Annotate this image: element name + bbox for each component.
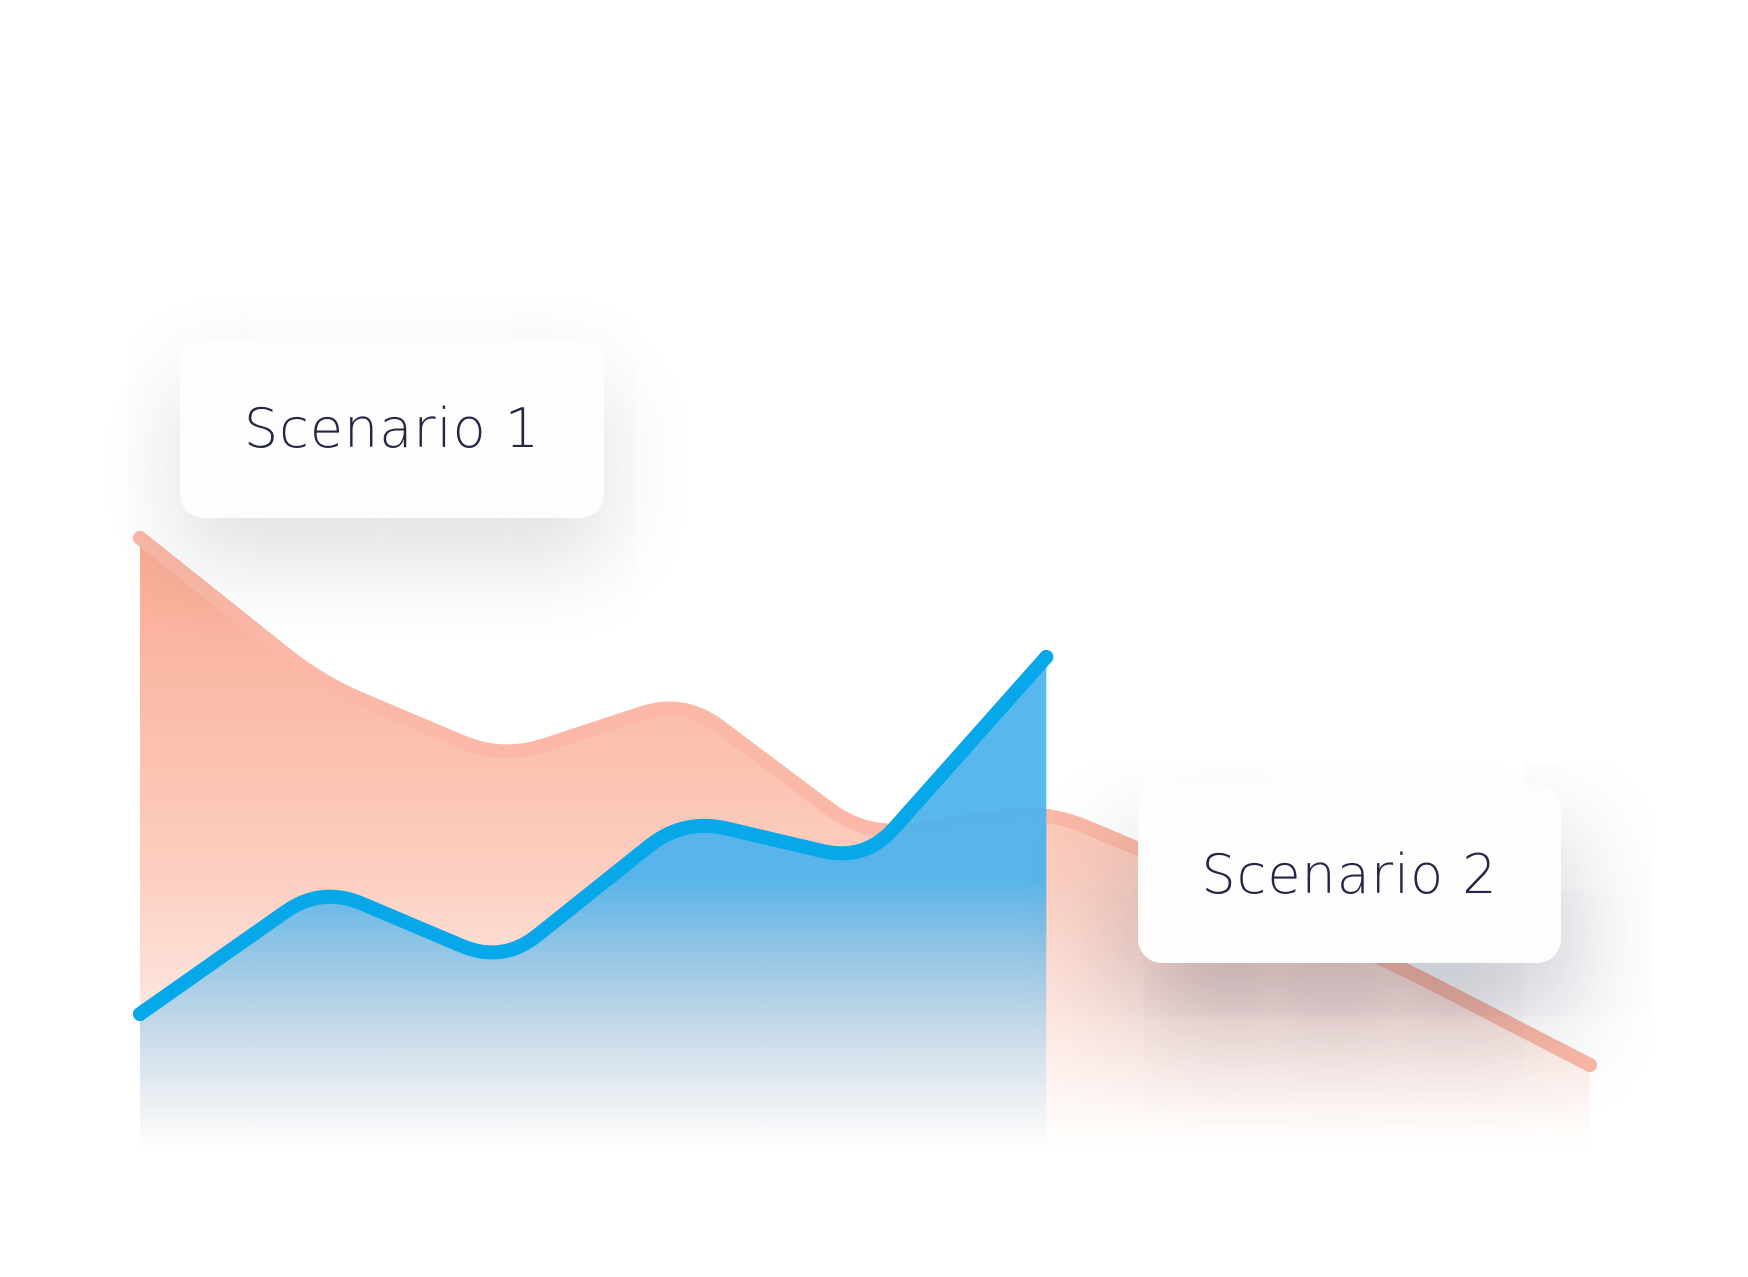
scenario-2-point — [133, 1007, 147, 1021]
scenario-1-point — [1583, 1058, 1597, 1072]
scenario-1-label-text: Scenario 1 — [243, 396, 541, 460]
scenario-2-area — [140, 657, 1047, 1150]
scenario-2-label-text: Scenario 2 — [1201, 842, 1498, 906]
scenario-2-label: Scenario 2 — [1138, 785, 1561, 963]
scenario-1-label: Scenario 1 — [180, 338, 604, 518]
scenario-1-point — [133, 531, 147, 545]
scenario-2-line — [133, 650, 1054, 1021]
scenario-2-point — [1039, 650, 1054, 664]
